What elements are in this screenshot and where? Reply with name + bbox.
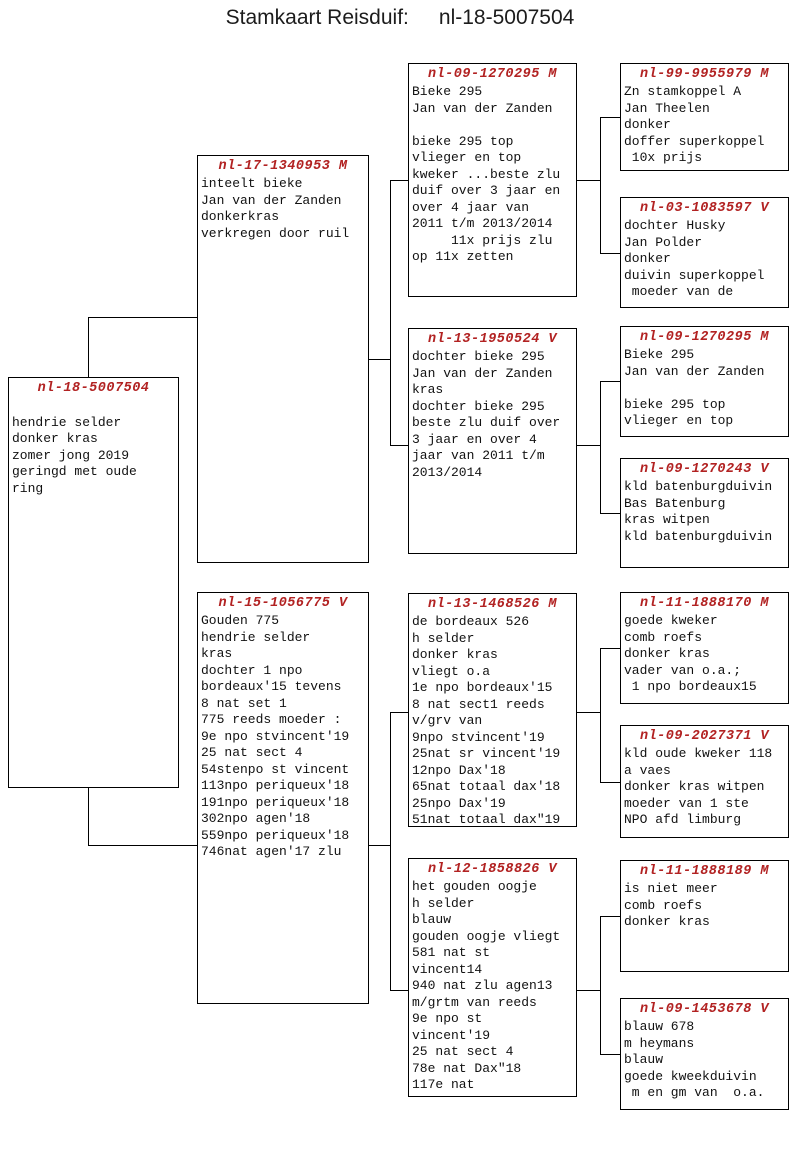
pedigree-box-mothers-father: nl-13-1468526 M de bordeaux 526 h selder…	[408, 593, 577, 827]
ring-number: nl-03-1083597 V	[639, 201, 770, 216]
connector-line	[390, 180, 408, 181]
pedigree-notes: kld batenburgduivin Bas Batenburg kras w…	[624, 479, 773, 544]
pedigree-notes: hendrie selder donker kras zomer jong 20…	[12, 414, 137, 496]
pedigree-box-mothers-mother: nl-12-1858826 V het gouden oogje h selde…	[408, 858, 577, 1097]
ring-number: nl-09-1270295 M	[427, 67, 558, 82]
pedigree-box-great-grandsire-3: nl-11-1888170 M goede kweker comb roefs …	[620, 592, 789, 704]
pedigree-notes: het gouden oogje h selder blauw gouden o…	[412, 879, 561, 1092]
connector-line	[577, 445, 600, 446]
ring-number: nl-18-5007504	[37, 381, 150, 396]
connector-line	[88, 317, 198, 318]
connector-line	[390, 445, 408, 446]
pedigree-box-father: nl-17-1340953 M inteelt bieke Jan van de…	[197, 155, 369, 563]
connector-line	[600, 117, 601, 254]
pedigree-box-great-grandsire-1: nl-99-9955979 M Zn stamkoppel A Jan Thee…	[620, 63, 789, 171]
connector-line	[600, 117, 620, 118]
connector-line	[600, 513, 620, 514]
ring-number: nl-11-1888170 M	[639, 596, 770, 611]
pedigree-box-great-granddam-2: nl-09-1270243 V kld batenburgduivin Bas …	[620, 458, 789, 568]
pedigree-notes: goede kweker comb roefs donker kras vade…	[624, 613, 757, 694]
page-title: Stamkaart Reisduif: nl-18-5007504	[0, 6, 800, 30]
pedigree-box-fathers-father: nl-09-1270295 M Bieke 295 Jan van der Za…	[408, 63, 577, 297]
ring-number: nl-09-1270243 V	[639, 462, 770, 477]
pedigree-box-great-grandsire-4: nl-11-1888189 M is niet meer comb roefs …	[620, 860, 789, 972]
connector-line	[390, 712, 408, 713]
connector-line	[600, 916, 620, 917]
connector-line	[600, 253, 620, 254]
connector-line	[88, 788, 89, 845]
ring-number: nl-17-1340953 M	[218, 159, 348, 174]
pedigree-notes: de bordeaux 526 h selder donker kras vli…	[412, 614, 561, 827]
pedigree-notes: dochter Husky Jan Polder donker duivin s…	[624, 218, 765, 299]
ring-number: nl-09-2027371 V	[639, 729, 770, 744]
connector-line	[600, 381, 620, 382]
connector-line	[600, 916, 601, 1055]
pedigree-notes: Gouden 775 hendrie selder kras dochter 1…	[201, 613, 350, 859]
page-title-ring: nl-18-5007504	[438, 6, 575, 29]
pedigree-notes: kld oude kweker 118 a vaes donker kras w…	[624, 746, 773, 827]
connector-line	[600, 1054, 620, 1055]
pedigree-box-great-granddam-1: nl-03-1083597 V dochter Husky Jan Polder…	[620, 197, 789, 308]
pedigree-notes: blauw 678 m heymans blauw goede kweekdui…	[624, 1019, 765, 1100]
pedigree-notes: dochter bieke 295 Jan van der Zanden kra…	[412, 349, 561, 480]
pedigree-box-mother: nl-15-1056775 V Gouden 775 hendrie selde…	[197, 592, 369, 1004]
connector-line	[600, 648, 601, 783]
connector-line	[600, 648, 620, 649]
pedigree-notes: is niet meer comb roefs donker kras	[624, 881, 718, 929]
page-title-label: Stamkaart Reisduif:	[225, 6, 409, 29]
connector-line	[88, 845, 198, 846]
pedigree-notes: inteelt bieke Jan van der Zanden donkerk…	[201, 176, 350, 241]
pedigree-notes: Bieke 295 Jan van der Zanden bieke 295 t…	[624, 347, 765, 428]
pedigree-notes: Zn stamkoppel A Jan Theelen donker doffe…	[624, 84, 765, 165]
connector-line	[390, 712, 391, 991]
ring-number: nl-99-9955979 M	[639, 67, 770, 82]
connector-line	[88, 317, 89, 377]
pedigree-box-great-grandsire-2: nl-09-1270295 M Bieke 295 Jan van der Za…	[620, 326, 789, 437]
connector-line	[369, 359, 390, 360]
connector-line	[390, 990, 408, 991]
pedigree-box-great-granddam-4: nl-09-1453678 V blauw 678 m heymans blau…	[620, 998, 789, 1110]
ring-number: nl-15-1056775 V	[218, 596, 348, 611]
pedigree-box-fathers-mother: nl-13-1950524 V dochter bieke 295 Jan va…	[408, 328, 577, 554]
connector-line	[600, 782, 620, 783]
ring-number: nl-11-1888189 M	[639, 864, 770, 879]
ring-number: nl-09-1453678 V	[639, 1002, 770, 1017]
connector-line	[577, 180, 600, 181]
ring-number: nl-09-1270295 M	[639, 330, 770, 345]
pedigree-notes: Bieke 295 Jan van der Zanden bieke 295 t…	[412, 84, 561, 264]
connector-line	[600, 381, 601, 514]
connector-line	[369, 845, 390, 846]
connector-line	[577, 990, 600, 991]
connector-line	[390, 180, 391, 446]
ring-number: nl-13-1950524 V	[427, 332, 558, 347]
pedigree-box-great-granddam-3: nl-09-2027371 V kld oude kweker 118 a va…	[620, 725, 789, 838]
ring-number: nl-13-1468526 M	[427, 597, 558, 612]
connector-line	[577, 712, 600, 713]
pedigree-box-subject: nl-18-5007504 hendrie selder donker kras…	[8, 377, 179, 788]
ring-number: nl-12-1858826 V	[427, 862, 558, 877]
